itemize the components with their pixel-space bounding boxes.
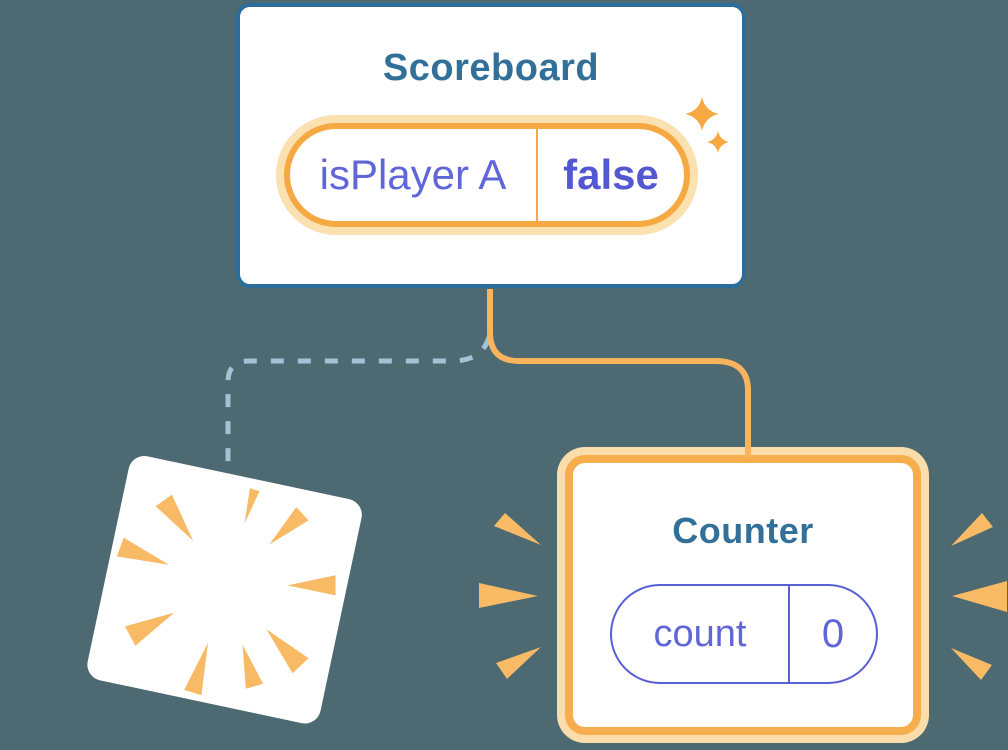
- emphasis-burst-right-icon: [951, 513, 1007, 680]
- scoreboard-state-name: isPlayer A: [319, 151, 507, 198]
- counter-state-pill: count 0: [610, 584, 878, 684]
- pill-divider: [788, 586, 790, 682]
- scoreboard-state-pill: isPlayer A false: [284, 123, 690, 227]
- scoreboard-state-value: false: [563, 151, 659, 198]
- counter-state-value: 0: [821, 611, 845, 656]
- connector-dashed-line: [225, 336, 492, 466]
- removed-component-card: [84, 453, 365, 727]
- emphasis-burst-left-icon: [479, 513, 541, 679]
- poof-burst-icon: [116, 488, 336, 696]
- scoreboard-card: Scoreboard isPlayer A false: [236, 3, 746, 288]
- pill-divider: [536, 129, 538, 221]
- counter-card: Counter count 0: [565, 455, 921, 735]
- counter-title: Counter: [672, 510, 814, 551]
- connector-solid-line: [487, 289, 751, 458]
- scoreboard-title: Scoreboard: [382, 47, 600, 89]
- counter-state-name: count: [653, 612, 747, 655]
